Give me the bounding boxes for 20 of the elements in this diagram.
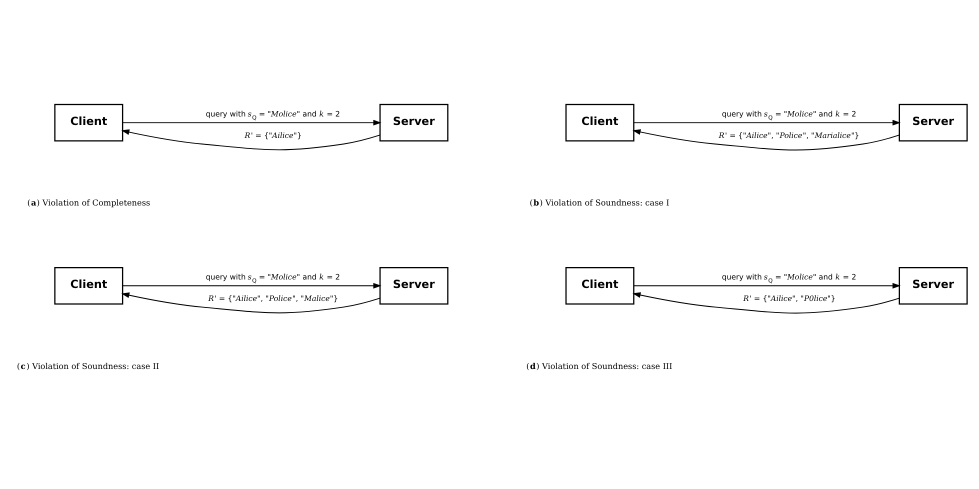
arrow bbox=[122, 119, 382, 126]
label: (a) Violation of Completeness bbox=[27, 197, 150, 208]
arrow bbox=[632, 128, 900, 150]
node-box: Server bbox=[379, 266, 448, 304]
arrow bbox=[633, 282, 901, 288]
arrow bbox=[122, 282, 382, 288]
arrow bbox=[121, 292, 380, 313]
node-box: Client bbox=[54, 266, 124, 304]
node-box: Client bbox=[565, 103, 634, 142]
arrow bbox=[633, 119, 901, 126]
label: (b) Violation of Soundness: case I bbox=[530, 197, 670, 208]
label: (d) Violation of Soundness: case III bbox=[526, 360, 672, 370]
arrow bbox=[632, 292, 900, 314]
node-box: Server bbox=[898, 103, 968, 142]
node-box: Client bbox=[54, 103, 124, 142]
label: (c) Violation of Soundness: case II bbox=[16, 360, 160, 370]
node-box: Client bbox=[565, 266, 634, 304]
arrow bbox=[121, 128, 380, 150]
node-box: Server bbox=[379, 103, 448, 142]
node-box: Server bbox=[898, 266, 968, 304]
